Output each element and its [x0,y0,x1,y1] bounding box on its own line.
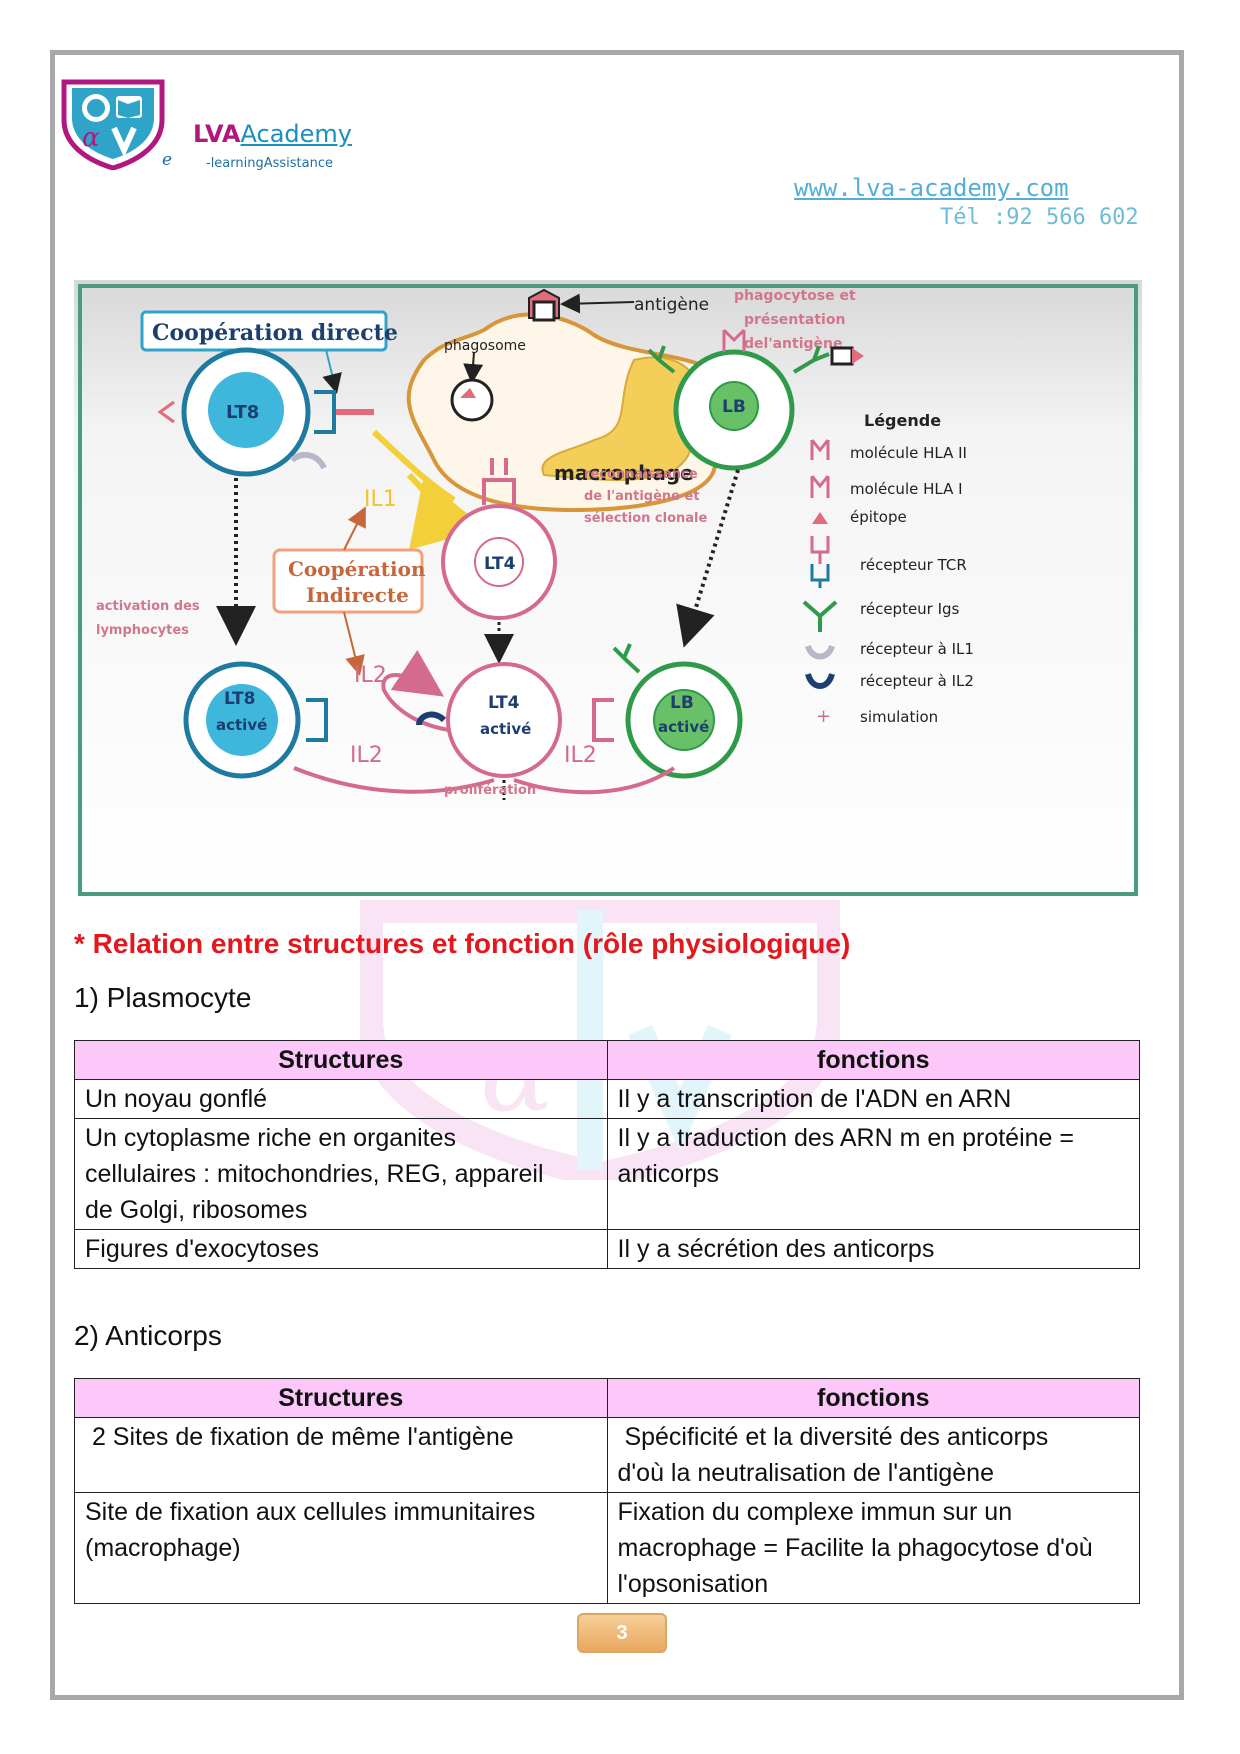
cell-line: cellulaires : mitochondries, REG, appare… [85,1160,544,1188]
brand-name: LVAAcademy [193,120,352,148]
col-structures: Structures [74,1378,608,1418]
cell-line: macrophage = Facilite la phagocytose d'o… [617,1534,1093,1562]
cell-fonction: Il y a traduction des ARN m en protéine … [606,1118,1140,1230]
table-header-row: Structures fonctions [74,1378,1140,1418]
brand-tagline: -learningAssistance [206,156,333,171]
page-number: 3 [577,1613,667,1653]
website-link[interactable]: www.lva-academy.com [794,174,1069,202]
page-border [50,50,1184,1700]
label-il2-b: IL2 [350,743,383,768]
legend-ril2: récepteur à IL2 [860,672,974,690]
cell-line: Spécificité et la diversité des anticorp… [617,1423,1049,1451]
cell-text: Figures d'exocytoses [85,1235,320,1263]
label-lb-active-2: activé [658,718,709,736]
cell-line: Site de fixation aux cellules immunitair… [85,1498,536,1526]
label-lb: LB [722,397,746,417]
cell-line: anticorps [617,1160,719,1188]
legend-title: Légende [864,411,941,430]
label-phagocytose-2: présentation [744,312,845,328]
cell-structure: 2 Sites de fixation de même l'antigène [74,1417,608,1493]
label-il1: IL1 [364,487,397,512]
cell-fonction: Il y a transcription de l'ADN en ARN [606,1079,1140,1119]
table-plasmocyte: Structures fonctions Un noyau gonflé Il … [74,1040,1140,1269]
label-il2-c: IL2 [564,743,597,768]
table-header-row: Structures fonctions [74,1040,1140,1080]
legend-hla2: molécule HLA II [850,444,967,462]
label-activation-1: activation des [96,599,200,614]
label-cooperation-directe: Coopération directe [152,320,398,346]
table-row: Un noyau gonflé Il y a transcription de … [74,1079,1140,1119]
table-row: Site de fixation aux cellules immunitair… [74,1492,1140,1604]
brand-e: e [162,150,173,170]
phone-number: Tél :92 566 602 [940,205,1139,230]
col-structures: Structures [74,1040,608,1080]
cell-line: Il y a traduction des ARN m en protéine … [617,1124,1075,1152]
legend-hla1: molécule HLA I [850,480,963,498]
cell-fonction: Il y a sécrétion des anticorps [606,1229,1140,1269]
svg-text:α: α [82,123,100,153]
label-reconnaissance-1: reconnaissance [584,467,698,482]
label-reconnaissance-2: de l'antigène et [584,489,700,504]
cell-lt4-active [446,662,562,778]
col-fonctions: fonctions [606,1040,1140,1080]
label-activation-2: lymphocytes [96,623,189,638]
phagosome [450,378,494,422]
cell-line: de Golgi, ribosomes [85,1196,308,1224]
table-row: Figures d'exocytoses Il y a sécrétion de… [74,1229,1140,1269]
table-anticorps: Structures fonctions 2 Sites de fixation… [74,1378,1140,1604]
label-reconnaissance-3: sélection clonale [584,511,707,526]
label-il2-a: IL2 [354,663,387,688]
lva-shield-logo: α [61,79,165,170]
legend-stim-symbol: + [816,706,831,727]
cell-structure: Un noyau gonflé [74,1079,608,1119]
label-phagocytose-3: del'antigène [744,336,843,352]
cell-fonction: Spécificité et la diversité des anticorp… [606,1417,1140,1493]
legend-epitope: épitope [850,508,907,526]
cell-line: l'opsonisation [617,1570,769,1598]
cell-structure: Site de fixation aux cellules immunitair… [74,1492,608,1604]
label-lt8-active-1: LT8 [224,689,255,709]
label-coop-indirecte-1: Coopération [288,557,426,581]
legend-ril1: récepteur à IL1 [860,640,974,658]
label-lt4-active-2: activé [480,720,531,738]
label-coop-indirecte-2: Indirecte [306,583,409,607]
cell-text: Un noyau gonflé [85,1085,268,1113]
cell-text: Il y a sécrétion des anticorps [617,1235,935,1263]
cell-line: Fixation du complexe immun sur un [617,1498,1013,1526]
immune-cooperation-diagram: macrophage phagosome antigène phagocytos… [74,280,1142,900]
label-lt4: LT4 [484,554,516,574]
cell-line: (macrophage) [85,1534,241,1562]
label-antigene: antigène [634,295,709,315]
section-title: * Relation entre structures et fonction … [74,928,851,959]
label-macrophage: macrophage [554,461,694,485]
cell-text: Il y a transcription de l'ADN en ARN [617,1085,1012,1113]
label-lt8: LT8 [226,402,259,423]
label-phagosome: phagosome [444,338,526,354]
legend-igs: récepteur Igs [860,600,960,618]
heading-plasmocyte: 1) Plasmocyte [74,982,252,1013]
cell-structure: Un cytoplasme riche en organites cellula… [74,1118,608,1230]
table-row: 2 Sites de fixation de même l'antigène S… [74,1417,1140,1493]
col-fonctions: fonctions [606,1378,1140,1418]
label-proliferation: prolifération [444,783,536,798]
legend-tcr: récepteur TCR [860,556,967,574]
cell-line: 2 Sites de fixation de même l'antigène [85,1423,514,1451]
legend-simulation: simulation [860,708,938,726]
label-lt4-active-1: LT4 [488,693,520,713]
cell-fonction: Fixation du complexe immun sur un macrop… [606,1492,1140,1604]
cell-structure: Figures d'exocytoses [74,1229,608,1269]
label-phagocytose-1: phagocytose et [734,288,856,304]
label-lt8-active-2: activé [216,716,267,734]
label-lb-active-1: LB [670,693,694,713]
table-row: Un cytoplasme riche en organites cellula… [74,1118,1140,1230]
cell-line: Un cytoplasme riche en organites [85,1124,457,1152]
cell-line: d'où la neutralisation de l'antigène [617,1459,995,1487]
heading-anticorps: 2) Anticorps [74,1320,222,1351]
brand-lva: LVA [193,120,241,148]
brand-academy: Academy [240,120,352,148]
